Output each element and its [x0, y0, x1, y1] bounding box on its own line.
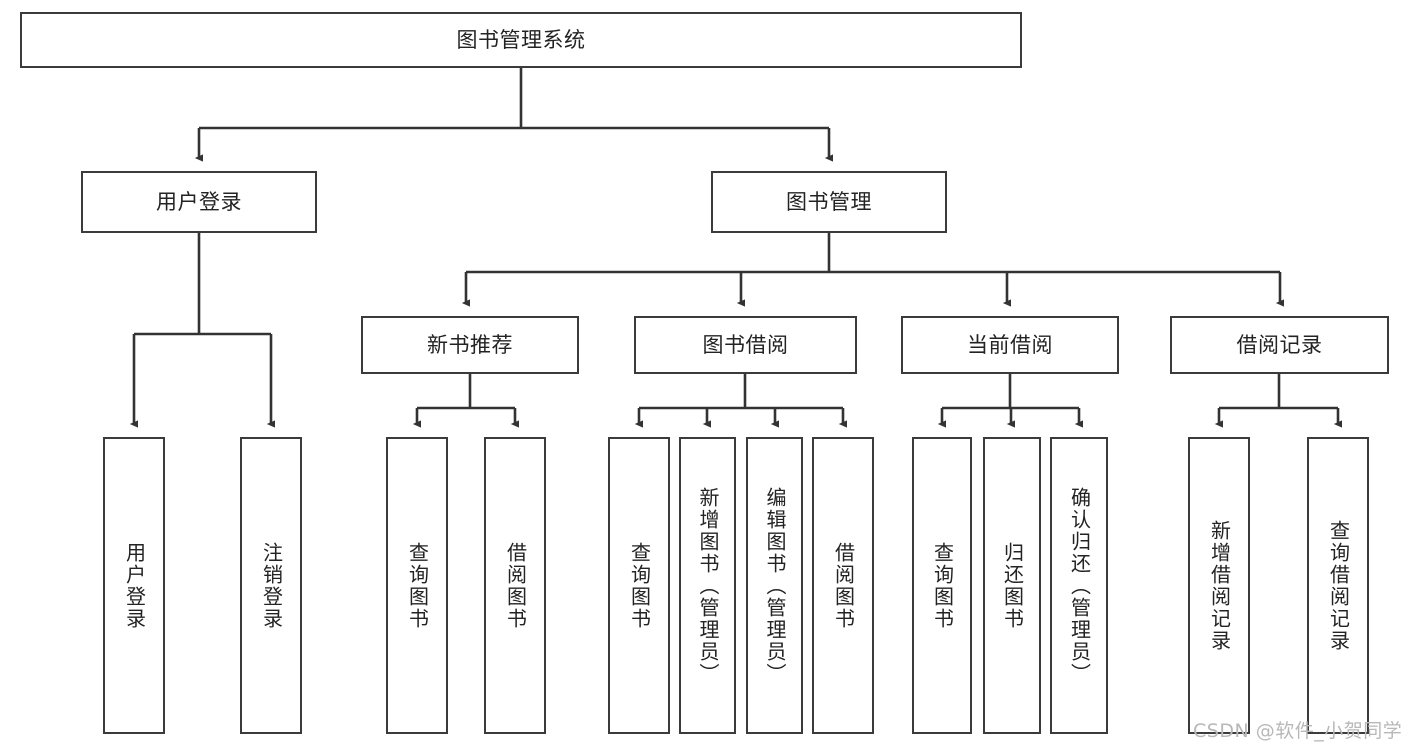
- node-leaf-user-login[interactable]: 用户登录: [103, 437, 165, 734]
- node-new-book-rec[interactable]: 新书推荐: [361, 316, 579, 374]
- csdn-watermark: CSDN @软件_小贺同学: [1193, 720, 1403, 742]
- node-leaf-add-record[interactable]: 新增借阅记录: [1188, 437, 1250, 734]
- node-leaf-query-book-3-label: 查询图书: [930, 541, 955, 630]
- node-leaf-query-book-1[interactable]: 查询图书: [386, 437, 448, 734]
- node-leaf-user-login-label: 用户登录: [122, 541, 147, 630]
- node-leaf-add-record-label: 新增借阅记录: [1207, 519, 1232, 652]
- node-leaf-query-book-1-label: 查询图书: [405, 541, 430, 630]
- node-borrow-record-label: 借阅记录: [1236, 332, 1323, 357]
- node-leaf-confirm-return-label: 确认归还（管理员）: [1067, 486, 1092, 685]
- node-book-manage-label: 图书管理: [786, 189, 872, 214]
- node-leaf-query-book-3[interactable]: 查询图书: [912, 437, 972, 734]
- node-leaf-query-book-2-label: 查询图书: [627, 541, 652, 630]
- node-leaf-borrow-book-1-label: 借阅图书: [503, 541, 528, 630]
- node-leaf-query-book-2[interactable]: 查询图书: [608, 437, 670, 734]
- node-root-label: 图书管理系统: [456, 27, 586, 52]
- node-root[interactable]: 图书管理系统: [20, 12, 1022, 68]
- node-user-login-label: 用户登录: [156, 189, 242, 214]
- node-current-borrow-label: 当前借阅: [967, 332, 1053, 357]
- node-book-borrow[interactable]: 图书借阅: [634, 316, 857, 374]
- node-book-borrow-label: 图书借阅: [702, 332, 789, 357]
- node-leaf-add-book-label: 新增图书（管理员）: [696, 486, 720, 685]
- node-leaf-borrow-book-2-label: 借阅图书: [831, 541, 856, 630]
- node-current-borrow[interactable]: 当前借阅: [901, 316, 1119, 374]
- node-leaf-add-book[interactable]: 新增图书（管理员）: [679, 437, 736, 734]
- node-borrow-record[interactable]: 借阅记录: [1170, 316, 1389, 374]
- node-leaf-user-logout[interactable]: 注销登录: [240, 437, 302, 734]
- node-new-book-rec-label: 新书推荐: [427, 332, 513, 357]
- node-leaf-borrow-book-2[interactable]: 借阅图书: [812, 437, 874, 734]
- node-leaf-query-record[interactable]: 查询借阅记录: [1307, 437, 1369, 734]
- node-leaf-borrow-book-1[interactable]: 借阅图书: [484, 437, 546, 734]
- node-leaf-return-book[interactable]: 归还图书: [983, 437, 1041, 734]
- node-book-manage[interactable]: 图书管理: [711, 171, 947, 233]
- node-leaf-query-record-label: 查询借阅记录: [1326, 519, 1351, 652]
- node-user-login[interactable]: 用户登录: [81, 171, 317, 233]
- node-leaf-confirm-return[interactable]: 确认归还（管理员）: [1050, 437, 1108, 734]
- node-leaf-user-logout-label: 注销登录: [259, 541, 284, 630]
- node-leaf-return-book-label: 归还图书: [1000, 541, 1025, 630]
- node-leaf-edit-book-label: 编辑图书（管理员）: [763, 486, 787, 685]
- node-leaf-edit-book[interactable]: 编辑图书（管理员）: [746, 437, 803, 734]
